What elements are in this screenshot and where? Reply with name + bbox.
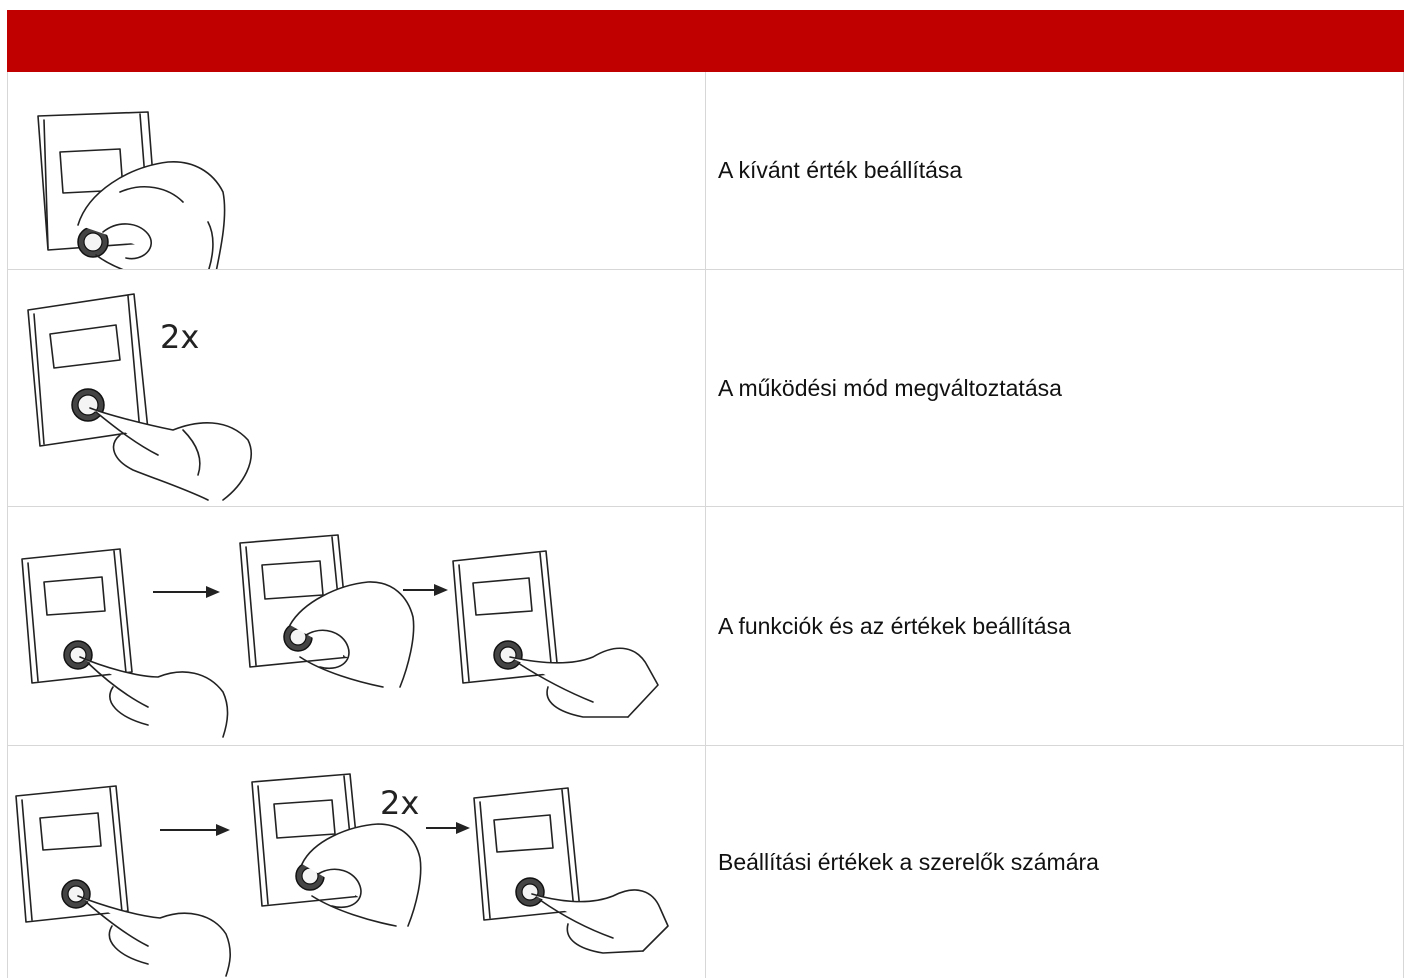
description-cell: A funkciók és az értékek beállítása (705, 506, 1404, 746)
arrow-right-icon (160, 824, 230, 836)
description-cell: A működési mód megváltoztatása (705, 269, 1404, 507)
description-cell: A kívánt érték beállítása (705, 71, 1404, 270)
hand-pressing-icon (509, 647, 659, 718)
press-turn-press-2x-illustration: 2x (15, 773, 669, 977)
thermostat-panel-icon (21, 548, 133, 684)
illustration-cell: 2x (7, 269, 706, 507)
table-row: A funkciók és az értékek beállítása (7, 506, 1404, 746)
hand-pressing-icon (531, 889, 669, 954)
table-row: 2x (7, 745, 1404, 978)
thermostat-panel-icon (15, 785, 129, 923)
press-knob-illustration: 2x (27, 293, 252, 501)
arrow-right-icon (403, 584, 448, 596)
hand-pressing-icon (89, 407, 252, 501)
instruction-table: A kívánt érték beállítása 2x (7, 10, 1404, 978)
hand-turning-icon (289, 581, 415, 688)
table-header-row (7, 10, 1404, 72)
turn-knob-illustration (37, 111, 226, 269)
hand-pressing-icon (79, 656, 229, 738)
illustration-cell (7, 506, 706, 746)
header-cell-description (705, 10, 1404, 72)
thermostat-panel-icon (473, 787, 581, 921)
hand-pressing-icon (77, 895, 231, 977)
press-turn-press-illustration (21, 534, 659, 738)
table-row: A kívánt érték beállítása (7, 71, 1404, 270)
arrow-right-icon (426, 822, 470, 834)
arrow-right-icon (153, 586, 220, 598)
table-row: 2x A működési mód megváltoztatása (7, 269, 1404, 507)
description-cell: Beállítási értékek a szerelők számára (705, 745, 1404, 978)
thermostat-panel-icon (452, 550, 559, 684)
illustration-cell: 2x (7, 745, 706, 978)
multiplier-label: 2x (160, 318, 199, 356)
illustration-cell (7, 71, 706, 270)
hand-turning-icon (77, 161, 226, 269)
thermostat-panel-icon (37, 111, 159, 258)
multiplier-label: 2x (380, 784, 419, 822)
hand-turning-icon (301, 823, 422, 927)
header-cell-illustration (7, 10, 706, 72)
thermostat-panel-icon (27, 293, 149, 447)
